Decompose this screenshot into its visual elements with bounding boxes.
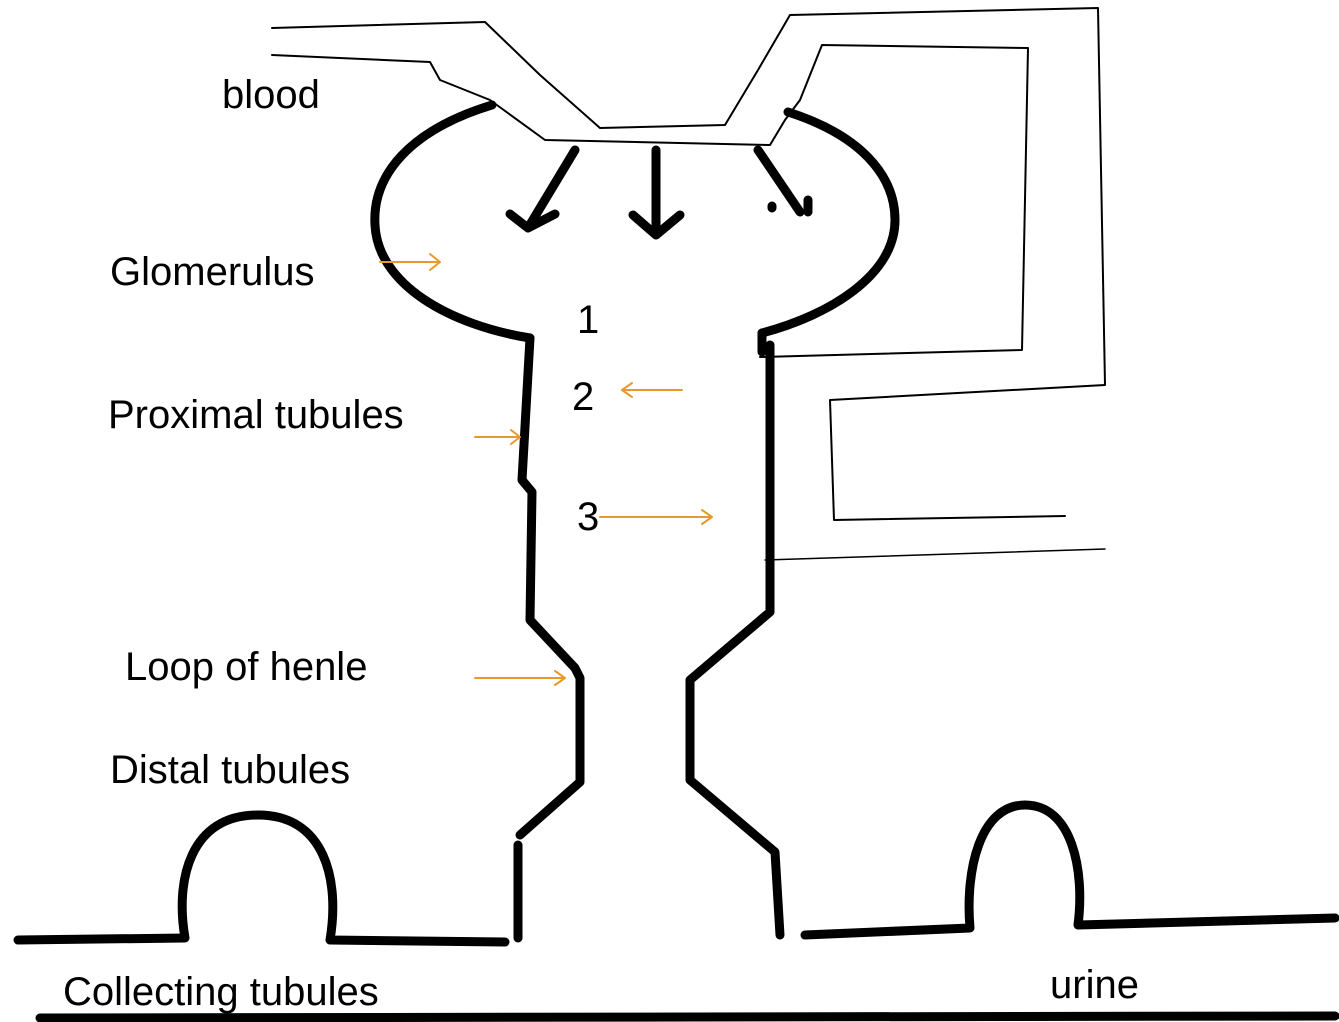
loop-of-henle-label: Loop of henle [125,645,367,689]
pointer-arrows [380,254,712,685]
filtration-arrow-center [633,150,680,235]
collecting-tubule-left [18,815,505,942]
glomerulus-label: Glomerulus [110,250,315,294]
step-3-number: 3 [577,495,599,539]
tubule-left-wall [520,338,580,835]
urine-label: urine [1050,963,1139,1007]
base-line [40,1016,1335,1018]
proximal-pointer-arrow [475,430,520,444]
step-3-pointer-arrow [600,510,712,524]
collecting-tubules-label: Collecting tubules [63,970,379,1014]
blood-label: blood [222,73,320,117]
collecting-tubule-right [805,805,1335,935]
glomerulus-capsule-right [762,112,895,333]
loop-pointer-arrow [475,671,565,685]
proximal-tubules-label: Proximal tubules [108,393,404,437]
filtration-arrow-left [510,150,575,228]
filtration-arrows [510,150,808,235]
step-2-pointer-arrow [622,383,682,397]
step-1-number: 1 [577,298,599,342]
glomerulus-capsule-left [375,105,530,338]
blood-vessel [272,8,1105,560]
filtration-arrow-right [758,150,808,212]
step-2-number: 2 [572,375,594,419]
distal-tubules-label: Distal tubules [110,748,350,792]
tubule-right-wall [690,333,780,935]
